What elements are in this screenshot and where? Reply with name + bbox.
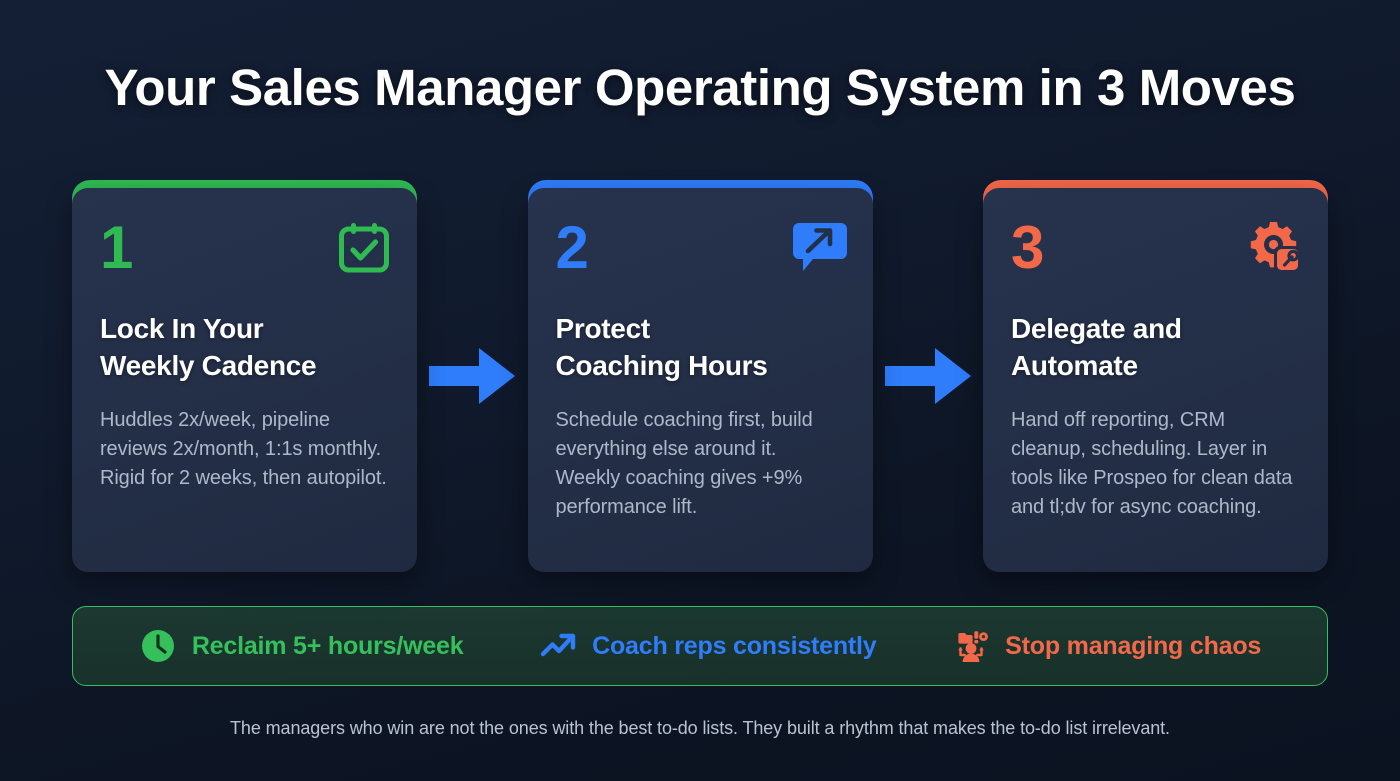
card-number-2: 2 xyxy=(555,214,589,281)
clock-icon xyxy=(139,627,177,665)
benefit-item-stop-chaos: Stop managing chaos xyxy=(952,627,1261,665)
step-card-2: 2 Protect Coaching Hours Schedule coachi… xyxy=(527,180,873,572)
card-body-1: 1 Lock In Your Weekly Cadence Huddles 2x… xyxy=(72,188,417,572)
card-title-1: Lock In Your Weekly Cadence xyxy=(100,313,317,382)
card-description-3: Hand off reporting, CRM cleanup, schedul… xyxy=(1011,409,1293,519)
footer-note: The managers who win are not the ones wi… xyxy=(230,718,1170,738)
connector-2 xyxy=(873,180,984,572)
benefit-label-coach-reps: Coach reps consistently xyxy=(592,631,877,660)
calendar-check-icon xyxy=(337,220,391,274)
chat-arrow-up-right-icon xyxy=(792,220,847,274)
benefit-label-stop-chaos: Stop managing chaos xyxy=(1005,631,1262,660)
arrow-right-icon xyxy=(429,345,516,407)
step-card-3: 3 xyxy=(983,180,1328,572)
gear-wrench-icon xyxy=(1248,220,1302,274)
card-number-1: 1 xyxy=(100,214,133,281)
arrow-right-icon xyxy=(884,345,971,407)
benefit-label-reclaim-hours: Reclaim 5+ hours/week xyxy=(191,631,464,660)
card-title-2: Protect Coaching Hours xyxy=(555,313,768,382)
benefit-item-reclaim-hours: Reclaim 5+ hours/week xyxy=(139,627,464,665)
card-header-2: 2 xyxy=(555,214,847,304)
card-body-2: 2 Protect Coaching Hours Schedule coachi… xyxy=(527,188,873,572)
trending-up-icon xyxy=(539,627,577,665)
page-title: Your Sales Manager Operating System in 3… xyxy=(104,59,1296,116)
card-description-1: Huddles 2x/week, pipeline reviews 2x/mon… xyxy=(100,409,387,490)
connector-1 xyxy=(417,180,528,572)
benefit-item-coach-reps: Coach reps consistently xyxy=(539,627,877,665)
card-body-3: 3 xyxy=(983,188,1328,572)
card-header-1: 1 xyxy=(100,218,389,304)
delegate-person-icon xyxy=(952,627,990,665)
card-number-3: 3 xyxy=(1011,214,1044,281)
card-title-3: Delegate and Automate xyxy=(1011,313,1182,382)
card-header-3: 3 xyxy=(1011,214,1302,304)
step-card-1: 1 Lock In Your Weekly Cadence Huddles 2x… xyxy=(72,180,417,572)
benefits-bar: Reclaim 5+ hours/week Coach reps consist… xyxy=(72,606,1328,686)
steps-row: 1 Lock In Your Weekly Cadence Huddles 2x… xyxy=(72,180,1328,572)
card-description-2: Schedule coaching first, build everythin… xyxy=(555,409,813,519)
